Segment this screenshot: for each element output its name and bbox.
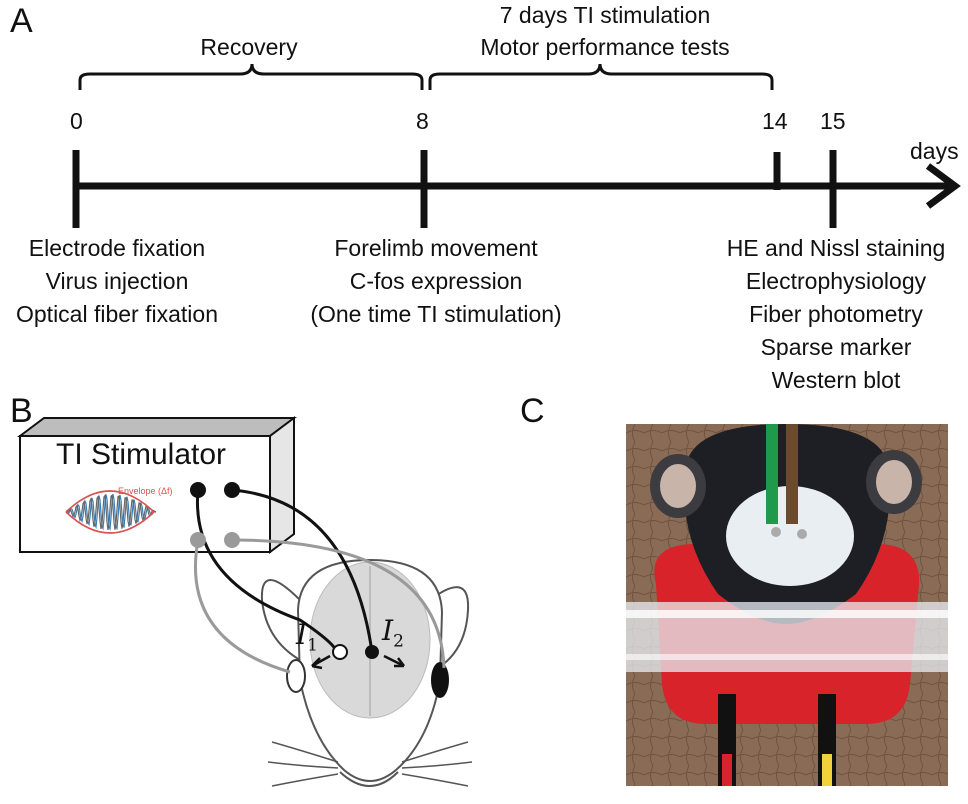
day8-event: Forelimb movement [334, 235, 538, 261]
terminal-black-1 [190, 482, 206, 498]
terminal-gray-1 [190, 532, 206, 548]
day15-event: Western blot [771, 367, 901, 393]
stimulation-label-line1: 7 days TI stimulation [499, 2, 711, 28]
axis-unit-label: days [910, 138, 959, 164]
panel-letter-c: C [520, 392, 545, 430]
terminal-black-2 [224, 482, 240, 498]
wire-black-1 [195, 489, 338, 651]
day8-events: Forelimb movement C-fos expression (One … [286, 232, 586, 331]
mouse-photo [626, 424, 948, 786]
day15-event: Sparse marker [760, 334, 912, 360]
day15-event: HE and Nissl staining [726, 235, 946, 261]
current-label-2: I2 [382, 614, 404, 652]
mouse-photo-illustration [626, 424, 948, 786]
current-symbol-2: I [382, 614, 394, 647]
stimulation-label-line2: Motor performance tests [480, 34, 730, 60]
whiskers [267, 741, 473, 787]
current-sub-2: 2 [393, 631, 404, 652]
terminal-gray-2 [224, 532, 240, 548]
tick-label-day-0: 0 [70, 108, 83, 134]
panel-letter-b: B [10, 392, 33, 430]
day8-event: (One time TI stimulation) [310, 301, 562, 327]
day15-events: HE and Nissl staining Electrophysiology … [706, 232, 966, 397]
wire-gray-2 [231, 538, 446, 669]
recovery-label: Recovery [200, 34, 298, 60]
electrode-1 [332, 644, 348, 660]
day15-event: Electrophysiology [745, 268, 927, 294]
tick-label-day-14: 14 [762, 108, 788, 134]
panel-letter-a: A [10, 2, 33, 40]
recovery-bracket [78, 63, 424, 90]
wires [193, 488, 446, 674]
day0-event: Optical fiber fixation [16, 301, 218, 327]
current-symbol-1: I [296, 618, 308, 651]
day8-event: C-fos expression [349, 268, 523, 294]
current-sub-1: 1 [307, 635, 318, 656]
waveform-inset [65, 490, 157, 534]
current-label-1: I1 [296, 618, 318, 656]
stimulator-label: TI Stimulator [56, 438, 227, 471]
day0-event: Electrode fixation [28, 235, 206, 261]
wire-gray-1 [193, 539, 291, 674]
timeline-arrowhead [925, 163, 961, 209]
electrode-2 [365, 645, 379, 659]
envelope-label: Envelope (Δf) [118, 486, 173, 496]
stimulation-bracket [428, 63, 774, 90]
tick-label-day-15: 15 [820, 108, 846, 134]
wire-black-2 [231, 488, 374, 653]
left-eye [286, 659, 306, 693]
day0-events: Electrode fixation Virus injection Optic… [0, 232, 234, 331]
right-eye [431, 662, 449, 698]
day15-event: Fiber photometry [749, 301, 923, 327]
day0-event: Virus injection [45, 268, 189, 294]
tick-label-day-8: 8 [416, 108, 429, 134]
